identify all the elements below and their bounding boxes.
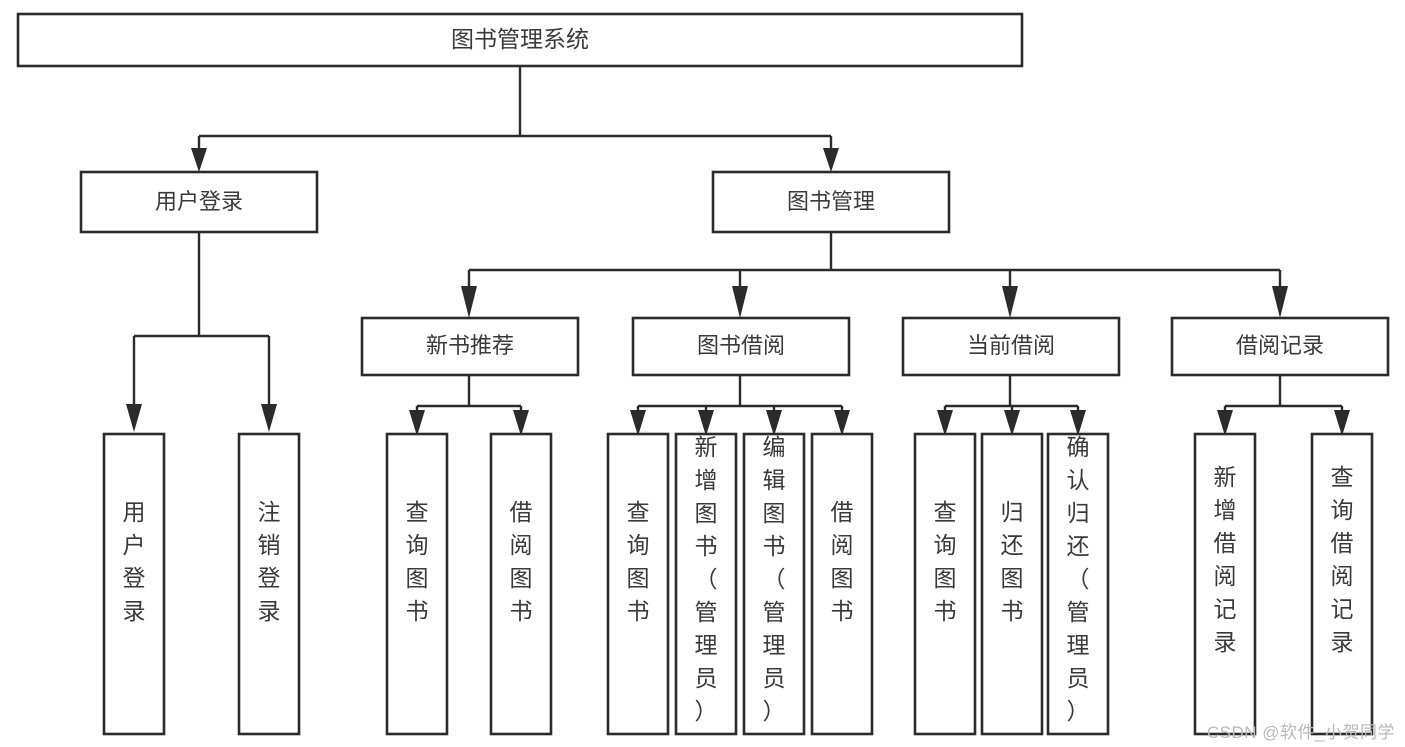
leaf-current-borrow-2-box[interactable] [980,432,1044,736]
arrow-cb-leaf2 [1004,410,1020,436]
arrow-br-leaf2 [1334,410,1350,436]
leaf-borrow-record-2[interactable]: 查询借阅记录 [1310,432,1374,736]
leaf-new-book-2-label: 借阅图书 [510,499,533,624]
arrow-br-leaf1 [1217,410,1233,436]
node-user-login-box[interactable] [79,170,319,234]
node-current-borrow-label: 当前借阅 [967,333,1055,358]
arrow-nb-leaf2 [513,410,529,436]
arrow-cb-leaf1 [937,410,953,436]
leaf-user-login-2-label: 注销登录 [258,499,281,624]
arrow-current-borrow [1002,286,1018,318]
leaf-book-borrow-2-label: 新增图书（管理员） [695,434,718,724]
node-current-borrow-box[interactable] [901,316,1121,377]
leaf-book-borrow-2-box[interactable] [674,432,738,736]
arrow-cb-leaf3 [1070,410,1086,436]
node-root-label: 图书管理系统 [451,26,589,52]
leaf-new-book-1-box[interactable] [385,432,449,736]
arrow-nb-leaf1 [409,410,425,436]
node-root-box[interactable] [16,12,1024,68]
leaf-borrow-record-1-label: 新增借阅记录 [1214,464,1237,655]
arrow-userlogin-leaf2 [261,404,277,432]
leaf-book-borrow-4-label: 借阅图书 [831,499,854,624]
leaf-current-borrow-1-box[interactable] [913,432,977,736]
leaf-book-borrow-4-box[interactable] [810,432,874,736]
node-new-book-recommend[interactable]: 新书推荐 [360,316,580,377]
arrow-userlogin-leaf1 [126,404,142,432]
leaf-user-login-1-box[interactable] [102,432,166,736]
node-book-borrow-box[interactable] [631,316,851,377]
leaf-user-login-2[interactable]: 注销登录 [237,432,301,736]
leaf-borrow-record-1-box[interactable] [1193,432,1257,736]
leaf-current-borrow-3-box[interactable] [1046,432,1110,736]
leaf-new-book-1-label: 查询图书 [406,499,429,624]
node-current-borrow[interactable]: 当前借阅 [901,316,1121,377]
arrow-user-login [191,148,207,172]
arrow-book-borrow [732,286,748,318]
leaf-new-book-2[interactable]: 借阅图书 [489,432,553,736]
node-new-book-recommend-label: 新书推荐 [426,333,514,358]
leaf-new-book-1[interactable]: 查询图书 [385,432,449,736]
node-book-management-box[interactable] [711,170,951,234]
leaf-book-borrow-2[interactable]: 新增图书（管理员） [674,432,738,736]
node-borrow-record-box[interactable] [1170,316,1390,377]
arrow-bb-leaf2 [698,410,714,436]
connector-group [126,66,1350,436]
leaf-book-borrow-3-label: 编辑图书（管理员） [763,434,786,724]
leaf-current-borrow-3[interactable]: 确认归还（管理员） [1046,432,1110,736]
leaf-user-login-2-box[interactable] [237,432,301,736]
leaf-user-login-1-label: 用户登录 [123,499,146,624]
node-book-borrow[interactable]: 图书借阅 [631,316,851,377]
node-user-login[interactable]: 用户登录 [79,170,319,234]
leaf-book-borrow-3-box[interactable] [742,432,806,736]
arrow-bb-leaf3 [766,410,782,436]
leaf-current-borrow-3-label: 确认归还（管理员） [1067,434,1090,724]
arrow-borrow-record [1272,286,1288,318]
node-root[interactable]: 图书管理系统 [16,12,1024,68]
watermark-text: CSDN @软件_小贺同学 [1206,723,1395,742]
leaf-book-borrow-4[interactable]: 借阅图书 [810,432,874,736]
node-new-book-recommend-box[interactable] [360,316,580,377]
leaf-current-borrow-1[interactable]: 查询图书 [913,432,977,736]
node-borrow-record[interactable]: 借阅记录 [1170,316,1390,377]
leaf-book-borrow-1[interactable]: 查询图书 [606,432,670,736]
leaf-current-borrow-2[interactable]: 归还图书 [980,432,1044,736]
leaf-borrow-record-1[interactable]: 新增借阅记录 [1193,432,1257,736]
node-borrow-record-label: 借阅记录 [1236,333,1324,358]
leaf-user-login-1[interactable]: 用户登录 [102,432,166,736]
leaf-book-borrow-3[interactable]: 编辑图书（管理员） [742,432,806,736]
node-user-login-label: 用户登录 [155,189,243,214]
node-book-management[interactable]: 图书管理 [711,170,951,234]
arrow-bb-leaf4 [834,410,850,436]
leaf-new-book-2-box[interactable] [489,432,553,736]
node-book-management-label: 图书管理 [787,189,875,214]
leaf-borrow-record-2-box[interactable] [1310,432,1374,736]
leaf-current-borrow-2-label: 归还图书 [1001,499,1024,624]
arrow-new-book [461,286,477,318]
leaf-current-borrow-1-label: 查询图书 [934,499,957,624]
node-book-borrow-label: 图书借阅 [697,333,785,358]
arrow-book-mgmt [823,148,839,172]
arrow-bb-leaf1 [630,410,646,436]
leaf-book-borrow-1-label: 查询图书 [627,499,650,624]
leaf-book-borrow-1-box[interactable] [606,432,670,736]
leaf-borrow-record-2-label: 查询借阅记录 [1331,464,1354,655]
